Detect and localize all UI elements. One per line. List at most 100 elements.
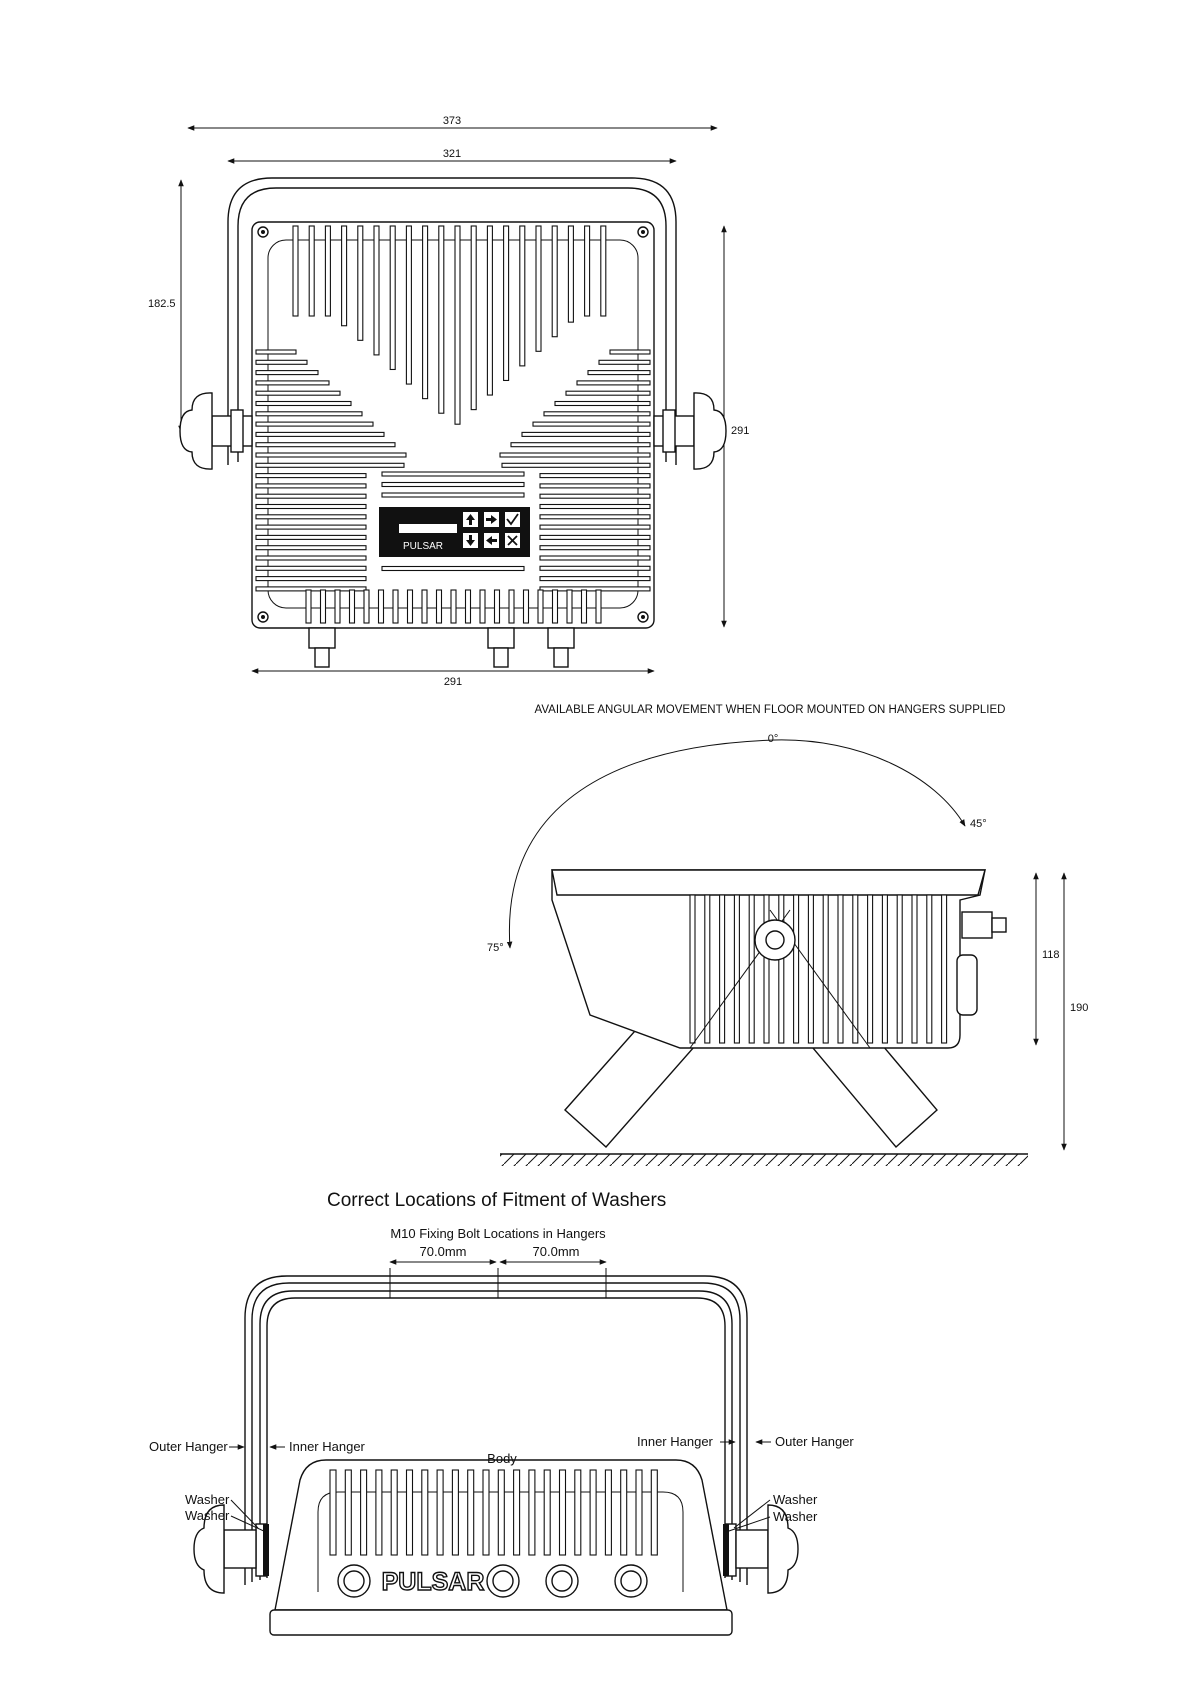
washer-body-fin (575, 1470, 581, 1555)
front-left-fin (256, 463, 404, 467)
front-right-fin (588, 371, 650, 375)
front-bottom-fin (451, 590, 456, 623)
front-bottom-fin (596, 590, 601, 623)
front-top-fin (406, 226, 411, 384)
front-left-fin (256, 556, 366, 560)
front-bottom-fin (553, 590, 558, 623)
front-top-fin (536, 226, 541, 351)
angle-label-75: 75° (487, 942, 504, 954)
ground-hatching (500, 1154, 1028, 1166)
front-right-fin (599, 360, 650, 364)
washer-body-fin (514, 1470, 520, 1555)
front-top-fin (325, 226, 330, 316)
front-cable-glands (309, 628, 574, 667)
panel-brand-text: PULSAR (403, 541, 443, 552)
washer-body-fin (544, 1470, 550, 1555)
label-outer-hanger-right: Outer Hanger (775, 1434, 854, 1449)
side-fin (868, 895, 873, 1043)
washer-body-fin (468, 1470, 474, 1555)
front-left-fin (256, 432, 384, 436)
side-fin (690, 895, 695, 1043)
front-right-fin (540, 556, 650, 560)
front-control-panel: PULSAR (379, 507, 530, 557)
front-top-fin (309, 226, 314, 316)
front-bottom-fin (437, 590, 442, 623)
front-right-fin (540, 515, 650, 519)
washer-body-fin (636, 1470, 642, 1555)
side-view-pivot (755, 920, 795, 960)
bolt-spacing-left: 70.0mm (420, 1244, 467, 1259)
side-fin (823, 895, 828, 1043)
dim-label-118: 118 (1042, 949, 1060, 961)
side-view-caption: AVAILABLE ANGULAR MOVEMENT WHEN FLOOR MO… (535, 704, 1006, 716)
washer-body-fin (330, 1470, 336, 1555)
side-fin (705, 895, 710, 1043)
front-top-fin (504, 226, 509, 380)
front-left-fin (256, 577, 366, 581)
washer-body-fin (483, 1470, 489, 1555)
side-view: AVAILABLE ANGULAR MOVEMENT WHEN FLOOR MO… (487, 704, 1088, 1166)
label-washer-right-2: Washer (773, 1509, 818, 1524)
front-right-fin (544, 412, 650, 416)
front-left-fin (256, 494, 366, 498)
front-top-fin (390, 226, 395, 369)
front-left-fin (256, 360, 307, 364)
washer-view: Correct Locations of Fitment of Washers … (149, 1190, 854, 1635)
front-right-fin (577, 381, 650, 385)
front-top-fin (552, 226, 557, 337)
front-center-fin (382, 567, 524, 571)
front-left-fin (256, 402, 351, 406)
side-fin (764, 895, 769, 1043)
front-left-fin (256, 381, 329, 385)
front-right-fin (540, 494, 650, 498)
label-washer-right-1: Washer (773, 1492, 818, 1507)
front-top-fin (471, 226, 476, 410)
front-bottom-fin (408, 590, 413, 623)
front-bottom-fin (480, 590, 485, 623)
side-fin (838, 895, 843, 1043)
front-left-fin (256, 453, 406, 457)
front-left-fin (256, 350, 296, 354)
washer-body-fin (422, 1470, 428, 1555)
dim-label-373: 373 (443, 115, 461, 127)
front-top-fin (423, 226, 428, 399)
washer-body-fin (345, 1470, 351, 1555)
front-left-fin (256, 391, 340, 395)
dimension-pivot-height: 182.5 (148, 180, 181, 432)
front-right-fin (540, 566, 650, 570)
angle-label-0: 0° (768, 733, 779, 745)
side-fin (779, 895, 784, 1043)
front-center-fin (382, 472, 524, 476)
side-fin (942, 895, 947, 1043)
front-right-fin (500, 453, 650, 457)
front-left-fin (256, 474, 366, 478)
washer-view-title: Correct Locations of Fitment of Washers (327, 1190, 666, 1211)
front-top-fin (568, 226, 573, 322)
front-bottom-fin (393, 590, 398, 623)
front-top-fin (374, 226, 379, 355)
washer-body-fin (605, 1470, 611, 1555)
front-left-fin (256, 422, 373, 426)
washer-body-fin (452, 1470, 458, 1555)
front-left-fin (256, 412, 362, 416)
front-left-fin (256, 371, 318, 375)
washer-body-fin (621, 1470, 627, 1555)
washer-body-fin (376, 1470, 382, 1555)
side-fin (794, 895, 799, 1043)
washer-body-fin (407, 1470, 413, 1555)
label-outer-hanger-left: Outer Hanger (149, 1439, 228, 1454)
front-top-fin (455, 226, 460, 424)
front-right-fin (540, 546, 650, 550)
front-right-fin (540, 505, 650, 509)
front-bottom-fin (538, 590, 543, 623)
side-fin (720, 895, 725, 1043)
washer-body-fin (560, 1470, 566, 1555)
side-fin (897, 895, 902, 1043)
front-right-fin (610, 350, 650, 354)
side-fin (882, 895, 887, 1043)
washer-body-fin (590, 1470, 596, 1555)
front-bottom-fin (495, 590, 500, 623)
front-right-fin (540, 474, 650, 478)
front-right-fin (566, 391, 650, 395)
front-top-fin (342, 226, 347, 326)
